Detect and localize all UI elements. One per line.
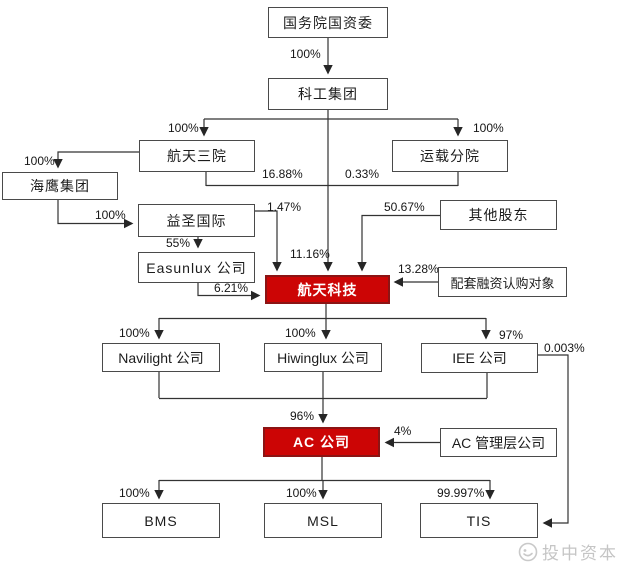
node-yisheng: 益圣国际 [138, 204, 255, 237]
pct-ac-msl: 100% [286, 486, 317, 500]
node-ac-mgmt: AC 管理层公司 [440, 428, 557, 457]
edge-sanyuan-haiying [53, 151, 139, 169]
node-iee: IEE 公司 [421, 343, 538, 373]
edge-haiying-yisheng [57, 200, 134, 229]
node-hiwinglux: Hiwinglux 公司 [264, 343, 382, 372]
pct-peitao-htkj: 13.28% [398, 262, 439, 276]
pct-sasac-kegong: 100% [290, 47, 321, 61]
pct-kegong-yunzai: 100% [473, 121, 504, 135]
node-peitao: 配套融资认购对象 [438, 267, 567, 297]
touzhong-logo-icon [518, 542, 538, 561]
pct-htkj-hiwinglux: 100% [285, 326, 316, 340]
pct-htkj-navilight: 100% [119, 326, 150, 340]
pct-yunzai-htkj: 0.33% [345, 167, 380, 181]
node-easunlux: Easunlux 公司 [138, 252, 255, 283]
node-sanyuan: 航天三院 [139, 140, 255, 172]
pct-ac-bms: 100% [119, 486, 150, 500]
node-navilight: Navilight 公司 [102, 343, 220, 372]
pct-ac-tis: 99.997% [437, 486, 485, 500]
node-bms: BMS [102, 503, 220, 538]
edge-other-htkj [357, 214, 440, 272]
watermark-text: 投中资本 [542, 544, 618, 563]
pct-other-htkj: 50.67% [384, 200, 425, 214]
pct-kegong-htkj: 11.16% [290, 247, 330, 261]
node-sasac: 国务院国资委 [268, 7, 388, 38]
edge-iee-tis [538, 354, 569, 528]
node-msl: MSL [264, 503, 382, 538]
watermark: 投中资本 [517, 539, 618, 564]
edge-easunlux-htkj [197, 283, 261, 301]
node-tis: TIS [420, 503, 538, 538]
node-yunzai: 运载分院 [392, 140, 508, 172]
edge-yisheng-htkj [255, 210, 282, 272]
pct-htkj-iee: 97% [499, 328, 524, 342]
pct-sanyuan-haiying: 100% [24, 154, 55, 168]
node-htkj: 航天科技 [265, 275, 390, 304]
pct-sanyuan-htkj: 16.88% [262, 167, 303, 181]
node-other-shareholders: 其他股东 [440, 200, 557, 230]
node-ac: AC 公司 [263, 427, 380, 457]
pct-group-ac: 96% [290, 409, 315, 423]
pct-easunlux-htkj: 6.21% [214, 281, 249, 295]
pct-yisheng-htkj: 1.47% [267, 200, 302, 214]
pct-kegong-sanyuan: 100% [168, 121, 199, 135]
node-kegong: 科工集团 [268, 78, 388, 110]
pct-yisheng-easunlux: 55% [166, 236, 191, 250]
node-haiying: 海鹰集团 [2, 172, 118, 200]
pct-haiying-yisheng: 100% [95, 208, 126, 222]
pct-acmgmt-ac: 4% [394, 424, 412, 438]
pct-iee-tis: 0.003% [544, 341, 585, 355]
